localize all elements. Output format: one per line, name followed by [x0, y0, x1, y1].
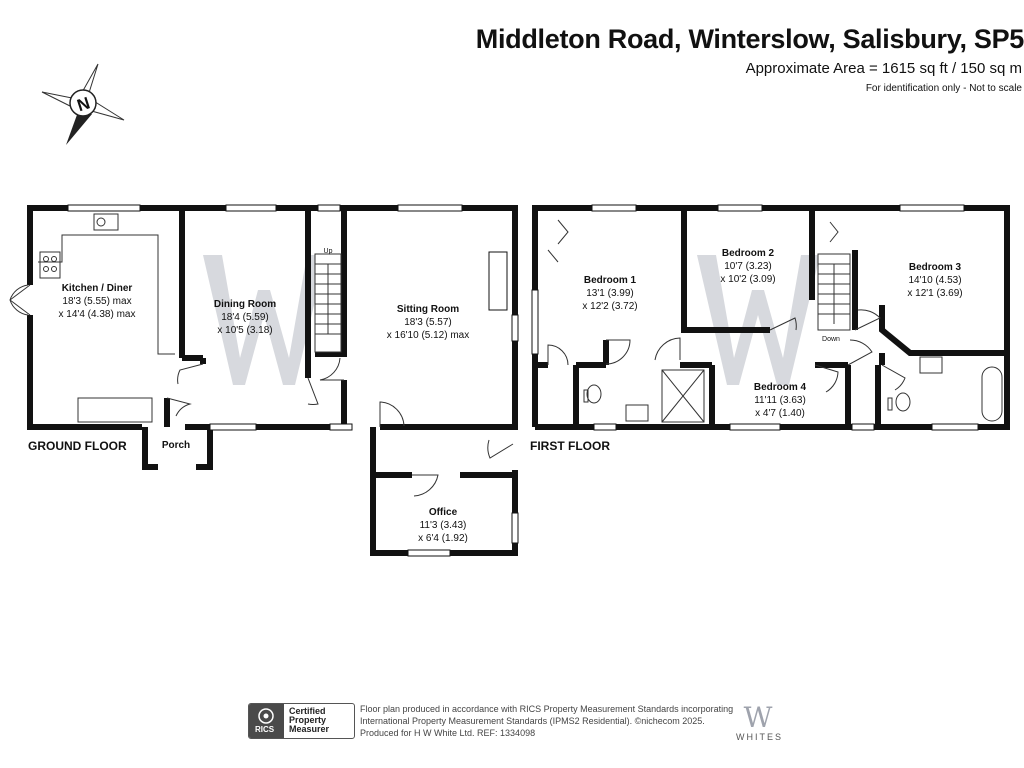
room-dim-dining-2: x 10'5 (3.18) — [217, 325, 272, 336]
room-dim-kitchen-1: 18'3 (5.55) max — [62, 296, 131, 307]
kitchen-fittings — [9, 213, 175, 423]
room-dim-sitting-2: x 16'10 (5.12) max — [387, 330, 470, 341]
stair-up-label: Up — [324, 248, 333, 255]
ground-floor-walls — [27, 205, 518, 556]
stair-down-label: Down — [822, 336, 840, 343]
room-dim-bedroom4-2: x 4'7 (1.40) — [755, 408, 805, 419]
ground-labels: Kitchen / Diner 18'3 (5.55) max x 14'4 (… — [59, 248, 470, 544]
room-dim-bedroom2-2: x 10'2 (3.09) — [720, 274, 775, 285]
room-dim-office-2: x 6'4 (1.92) — [418, 533, 468, 544]
ground-doors — [166, 253, 514, 497]
room-dim-bedroom3-2: x 12'1 (3.69) — [907, 288, 962, 299]
room-dim-dining-1: 18'4 (5.59) — [221, 312, 269, 323]
compass-icon: N — [41, 63, 125, 145]
rics-emblem-icon — [258, 708, 274, 724]
ground-floor-label: GROUND FLOOR — [28, 439, 127, 453]
room-name-bedroom4: Bedroom 4 — [754, 382, 807, 393]
room-name-porch: Porch — [162, 440, 190, 451]
ground-windows — [67, 204, 519, 557]
first-windows — [531, 204, 979, 431]
room-dim-bedroom1-2: x 12'2 (3.72) — [582, 301, 637, 312]
rics-badge: RICS Certified Property Measurer — [248, 703, 355, 739]
watermark-first — [697, 255, 820, 385]
whites-logo-mark: W — [743, 701, 773, 734]
first-labels: Bedroom 1 13'1 (3.99) x 12'2 (3.72) Bedr… — [582, 248, 962, 419]
room-dim-bedroom2-1: 10'7 (3.23) — [724, 261, 772, 272]
disclaimer-note: For identification only - Not to scale — [865, 83, 1022, 94]
area-summary: Approximate Area = 1615 sq ft / 150 sq m — [745, 60, 1022, 77]
watermark-ground — [203, 255, 326, 385]
room-name-kitchen: Kitchen / Diner — [62, 283, 133, 294]
room-name-bedroom2: Bedroom 2 — [722, 248, 775, 259]
badge-line-1: Certified — [289, 706, 326, 716]
room-name-bedroom3: Bedroom 3 — [909, 262, 962, 273]
room-name-bedroom1: Bedroom 1 — [584, 275, 637, 286]
room-name-sitting: Sitting Room — [397, 304, 459, 315]
badge-line-3: Measurer — [289, 724, 330, 734]
room-dim-bedroom1-1: 13'1 (3.99) — [586, 288, 634, 299]
rics-logo: RICS — [249, 704, 284, 738]
room-dim-sitting-1: 18'3 (5.57) — [404, 317, 452, 328]
badge-text: Certified Property Measurer — [289, 707, 329, 734]
room-dim-bedroom3-1: 14'10 (4.53) — [908, 275, 961, 286]
first-floor-fittings — [547, 219, 1003, 423]
first-floor-walls — [532, 205, 1010, 430]
room-dim-kitchen-2: x 14'4 (4.38) max — [59, 309, 136, 320]
room-dim-office-1: 11'3 (3.43) — [420, 520, 467, 531]
badge-line-2: Property — [289, 715, 327, 725]
footer-disclaimer: Floor plan produced in accordance with R… — [360, 704, 734, 738]
first-floor-label: FIRST FLOOR — [530, 439, 610, 453]
room-name-dining: Dining Room — [214, 299, 276, 310]
whites-logo-text: WHITES — [736, 732, 783, 742]
room-dim-bedroom4-1: 11'11 (3.63) — [754, 395, 806, 406]
room-name-office: Office — [429, 507, 458, 518]
compass-letter: N — [75, 93, 93, 115]
rics-logo-text: RICS — [255, 725, 275, 734]
page-title: Middleton Road, Winterslow, Salisbury, S… — [475, 24, 1024, 54]
